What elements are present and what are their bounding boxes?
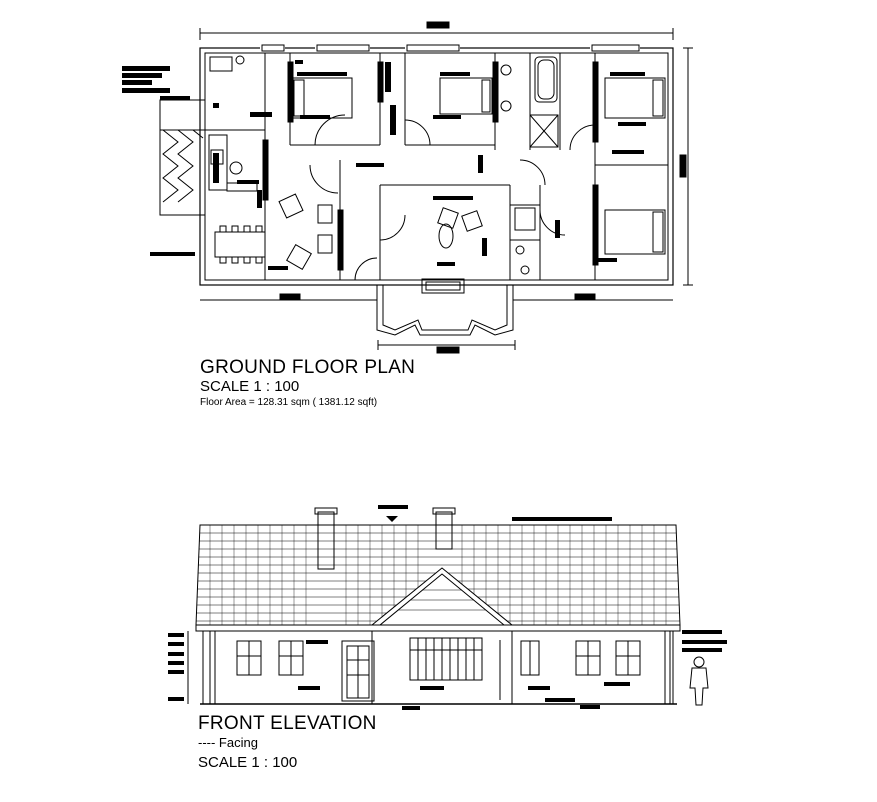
dimension-label bbox=[426, 21, 450, 29]
dining-table bbox=[214, 231, 266, 258]
facade-wall bbox=[202, 630, 674, 705]
chimney bbox=[317, 511, 335, 570]
sofa bbox=[421, 278, 465, 294]
scale-figure bbox=[693, 656, 705, 668]
door bbox=[341, 640, 375, 702]
armchair bbox=[278, 193, 304, 219]
elevation-annotations bbox=[168, 505, 727, 710]
outer-wall bbox=[199, 47, 674, 286]
plan-title: GROUND FLOOR PLAN bbox=[200, 357, 416, 378]
shower bbox=[529, 114, 559, 148]
bed bbox=[604, 77, 666, 119]
elevation-scale: SCALE 1 : 100 bbox=[198, 754, 298, 771]
floor-plan bbox=[159, 21, 693, 354]
plan-annotations bbox=[122, 60, 646, 270]
bathtub bbox=[534, 56, 558, 103]
bay-window bbox=[376, 285, 514, 336]
plan-area: Floor Area = 128.31 sqm ( 1381.12 sqft) bbox=[200, 397, 378, 408]
bed bbox=[439, 77, 493, 115]
wc bbox=[500, 64, 512, 76]
elevation-subtitle: ---- Facing bbox=[198, 735, 258, 750]
front-elevation bbox=[187, 507, 709, 706]
bed bbox=[604, 209, 666, 255]
bay-window-front bbox=[409, 637, 483, 681]
kitchen-counter bbox=[208, 134, 228, 191]
plan-scale: SCALE 1 : 100 bbox=[200, 378, 300, 395]
elevation-title: FRONT ELEVATION bbox=[198, 713, 377, 734]
chimney bbox=[435, 511, 453, 550]
gable bbox=[370, 567, 514, 626]
armchair bbox=[286, 244, 312, 270]
bed bbox=[291, 77, 353, 119]
